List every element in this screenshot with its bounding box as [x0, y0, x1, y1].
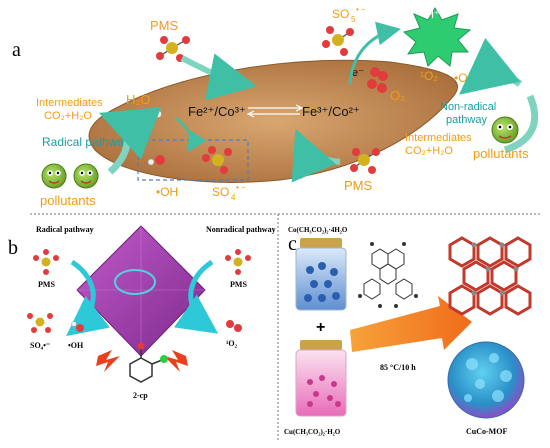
so5-label: SO: [332, 7, 349, 21]
condition-label: 85 °C/10 h: [380, 363, 416, 372]
mof-particle-texture: [464, 353, 512, 402]
so5-molecule: [322, 26, 354, 56]
so5-arrow: [348, 21, 401, 85]
so4-superscript: • −: [236, 183, 246, 192]
pms-molecule-bottom: [350, 148, 380, 174]
b-so4-label: SO₄•⁻: [30, 341, 50, 350]
h-plus-label: H⁺: [426, 9, 440, 21]
mof-framework-nodes: [471, 242, 519, 296]
so5-superscript: • −: [356, 5, 366, 14]
pms-bottom-arrow: [291, 128, 341, 183]
electron-label: e⁻: [352, 67, 364, 79]
so4-label: SO: [212, 185, 229, 199]
pms-molecule-top: [156, 36, 190, 62]
pollutant-left-2: [73, 163, 99, 189]
pollutant-left-1: [41, 163, 67, 189]
ros-starburst: [402, 7, 472, 67]
b-2cp-label: 2-cp: [133, 391, 148, 400]
mof-particle: [447, 341, 525, 419]
o2-molecule: [367, 67, 388, 93]
nonradical-label-line2: pathway: [446, 114, 487, 126]
synthesis-arrow: [350, 296, 472, 352]
plus-sign: +: [316, 319, 325, 336]
pms-top-label: PMS: [150, 18, 179, 33]
redox-arrowhead-forward: [295, 104, 304, 112]
b-nonradical-arrow: [173, 259, 219, 334]
ligand-structure: [358, 242, 418, 308]
b-oh-molecule: [71, 321, 84, 332]
h2o-label: H₂O: [126, 92, 151, 107]
b-pms-left-label: PMS: [38, 280, 55, 289]
panel-c: c Co(CH₃CO₂)₂·4H₂O + Cu(CH₃CO₂)₂·H₂O: [284, 226, 532, 436]
pollutants-left-label: pollutants: [40, 193, 96, 208]
singlet-oxygen-label: ¹O₂: [420, 69, 438, 83]
b-radical-arrow: [66, 259, 110, 337]
pollutants-right-label: pollutants: [473, 146, 529, 161]
radical-pathway-label: Radical pathway: [42, 135, 130, 149]
o2-label: O₂: [390, 88, 405, 103]
intermediates-left-label: Intermediates: [36, 97, 103, 109]
fe2-co3-label: Fe²⁺/Co³⁺: [188, 104, 246, 119]
redox-arrowhead-back: [246, 110, 255, 118]
oh-radical-label: •OH: [156, 185, 178, 199]
co2-left-label: CO₂+H₂O: [44, 110, 92, 122]
b-pms-right-label: PMS: [230, 280, 247, 289]
panel-b: b Radical pathway Nonradical pathway PMS…: [8, 225, 276, 400]
cu-salt-jar: [295, 340, 347, 417]
intermediates-right-label: Intermediates: [405, 132, 472, 144]
panel-a-label: a: [12, 39, 21, 61]
panel-c-label: c: [288, 233, 297, 255]
cu-salt-label: Cu(CH₃CO₂)₂·H₂O: [284, 428, 341, 436]
b-oh-label: •OH: [68, 341, 84, 350]
h2o-to-oh-arrow: [175, 117, 207, 153]
b-radical-pathway-label: Radical pathway: [36, 225, 94, 234]
nonradical-arrow-right: [503, 94, 539, 154]
b-so4-molecule: [27, 313, 53, 333]
octahedron-highlight: [114, 269, 156, 295]
b-2cp-molecule: [129, 342, 168, 383]
radical-pathway-arrow: [98, 107, 162, 175]
pms-bottom-label: PMS: [344, 178, 373, 193]
b-attack-bolt-left: [96, 350, 120, 372]
product-label: CuCo-MOF: [466, 427, 507, 436]
b-pms-right-molecule: [225, 249, 251, 275]
mof-framework: [448, 236, 532, 316]
co2-right-label: CO₂+H₂O: [405, 145, 453, 157]
radical-species-box: [137, 139, 249, 181]
nonradical-arrow-top: [459, 37, 523, 95]
b-singlet-o2-label: ¹O₂: [226, 339, 238, 348]
panel-b-label: b: [8, 237, 18, 259]
nonradical-label-line1: Non-radical: [440, 101, 496, 113]
b-pms-left-molecule: [33, 249, 59, 275]
b-attack-bolt-right: [164, 350, 188, 372]
pms-top-arrow: [180, 53, 257, 101]
panel-a: a Fe²⁺/Co³⁺ Fe³⁺/Co²⁺ PMS SO 5 • −: [12, 5, 539, 208]
pollutant-right: [491, 116, 519, 144]
b-singlet-o2-molecule: [226, 320, 242, 332]
co-salt-label: Co(CH₃CO₂)₂·4H₂O: [288, 226, 348, 234]
so4-subscript: 4: [231, 193, 236, 202]
so5-subscript: 5: [351, 15, 356, 24]
co-salt-jar: [295, 238, 347, 311]
fe3-co2-label: Fe³⁺/Co²⁺: [302, 104, 360, 119]
so4-molecule: [202, 146, 232, 174]
b-nonradical-pathway-label: Nonradical pathway: [206, 225, 276, 234]
